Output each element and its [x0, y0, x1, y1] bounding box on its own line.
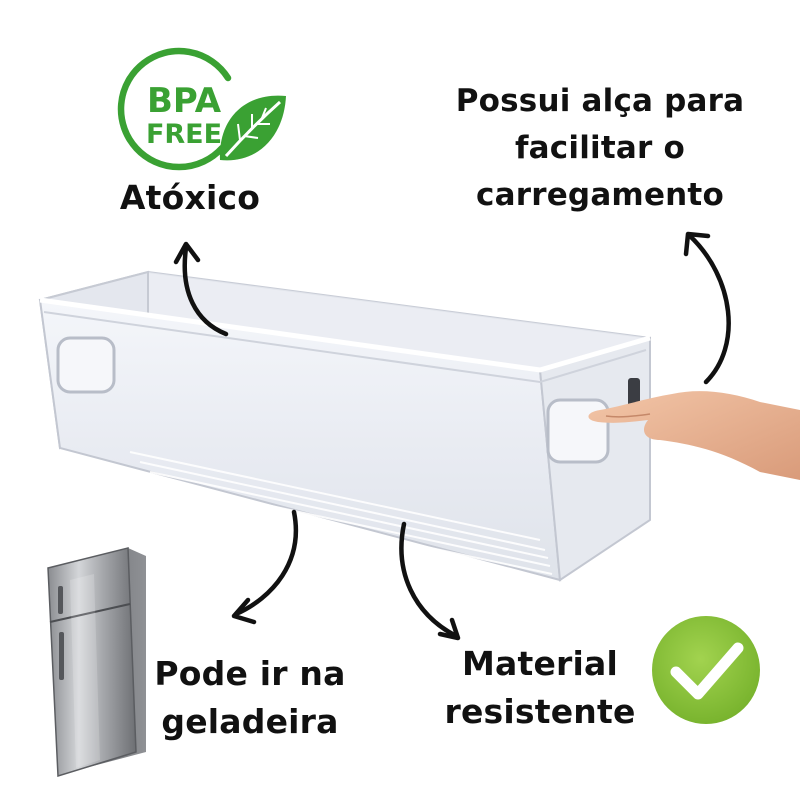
arrow-to-fridge [233, 509, 298, 617]
bpa-free-badge: BPA FREE [117, 47, 286, 171]
arrows [173, 231, 731, 641]
handle-line-1: Possui alça para [455, 83, 745, 119]
arrow-head [437, 617, 461, 641]
non-toxic-label: Atóxico [100, 178, 280, 217]
material-label: Material resistente [430, 640, 650, 736]
handle-label: Possui alça para facilitar o carregament… [430, 78, 770, 219]
fridge-line-1: Pode ir na [154, 654, 346, 693]
refrigerator-icon [47, 547, 146, 778]
arrow-to-handle [687, 233, 731, 385]
clear-storage-bin [38, 270, 651, 582]
non-toxic-text: Atóxico [119, 178, 261, 217]
leaf-icon [219, 95, 286, 161]
arrow-to-non-toxic [182, 245, 229, 337]
arrow-head [683, 231, 711, 257]
arrow-to-material [399, 521, 459, 639]
hand-icon [588, 391, 800, 480]
free-text: FREE [146, 119, 222, 150]
handle-line-3: carregamento [476, 177, 724, 214]
material-line-2: resistente [444, 691, 636, 731]
checkmark-icon [670, 642, 744, 700]
bpa-text: BPA [147, 81, 222, 121]
arrow-head [173, 241, 201, 265]
fridge-line-2: geladeira [161, 701, 339, 741]
checkmark-badge [652, 616, 760, 724]
arrow-head [231, 597, 257, 625]
fridge-label: Pode ir na geladeira [140, 650, 360, 746]
material-line-1: Material [461, 644, 619, 683]
handle-line-2: facilitar o [515, 130, 685, 167]
